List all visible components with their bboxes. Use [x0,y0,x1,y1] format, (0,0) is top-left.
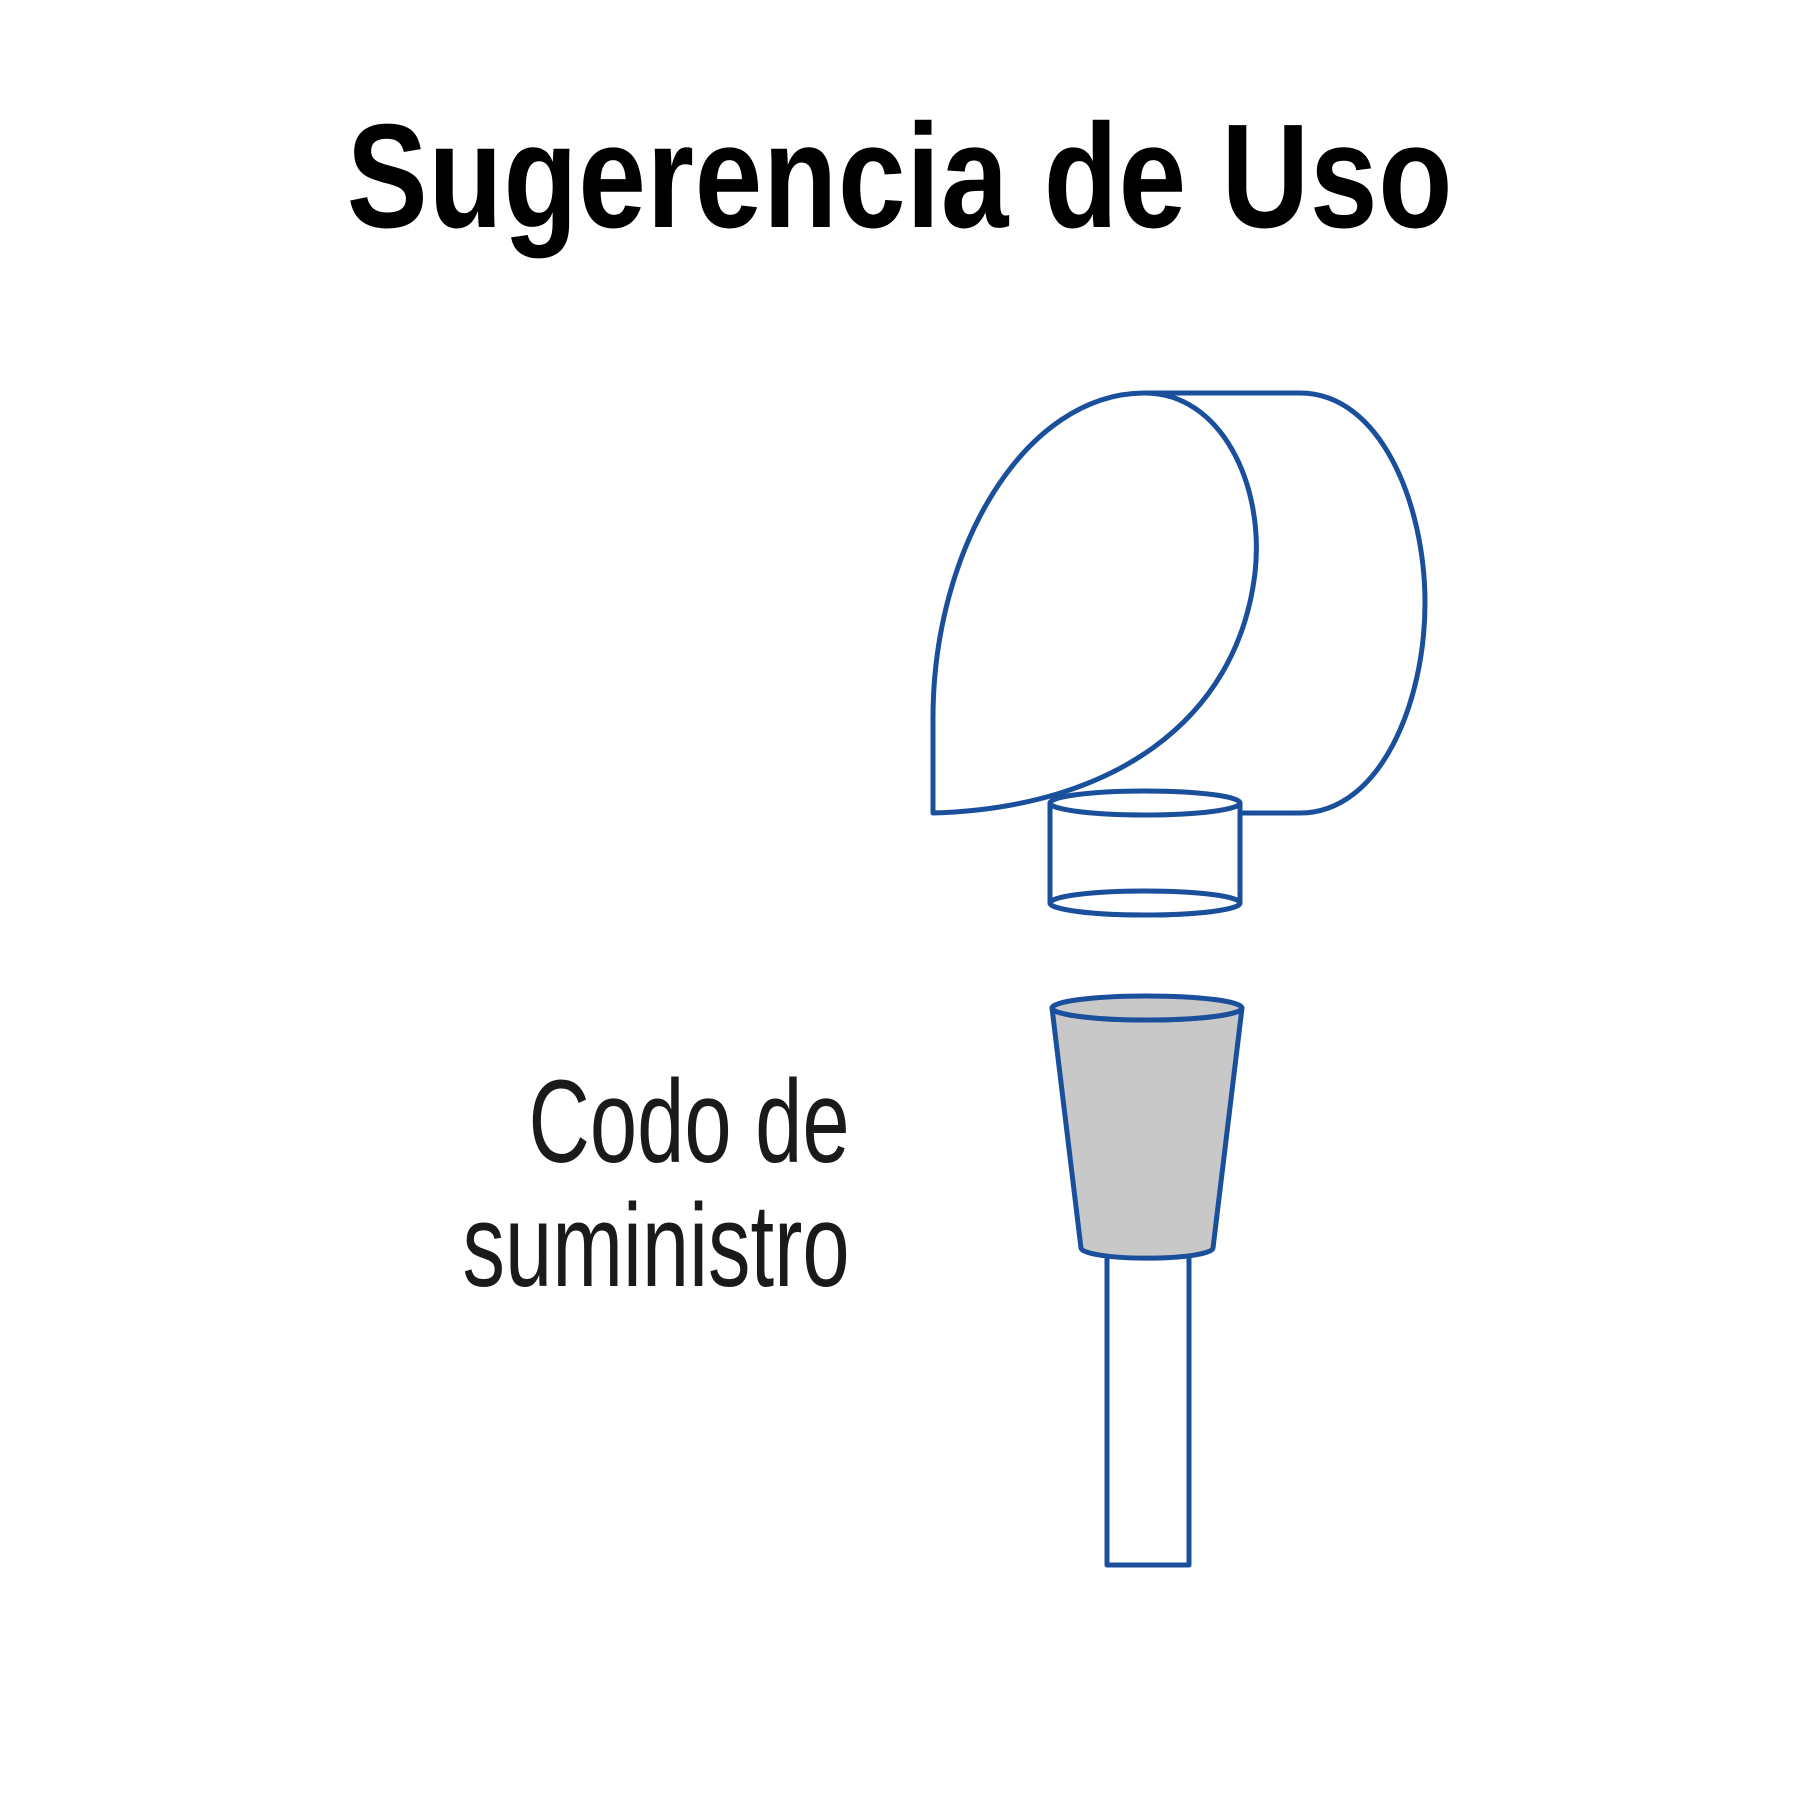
supply-elbow-label: Codo de suministro [463,1060,850,1308]
cone-top-ellipse [1049,993,1245,1023]
collar-top-ellipse [1047,788,1243,818]
label-line-1: Codo de [528,1056,850,1188]
elbow-front-face [930,390,1259,816]
collar-bottom-ellipse [1047,888,1243,918]
supply-tube [1104,1242,1192,1568]
label-line-2: suministro [462,1180,850,1312]
sealing-cone [1049,1005,1245,1261]
page-title: Sugerencia de Uso [346,94,1454,259]
